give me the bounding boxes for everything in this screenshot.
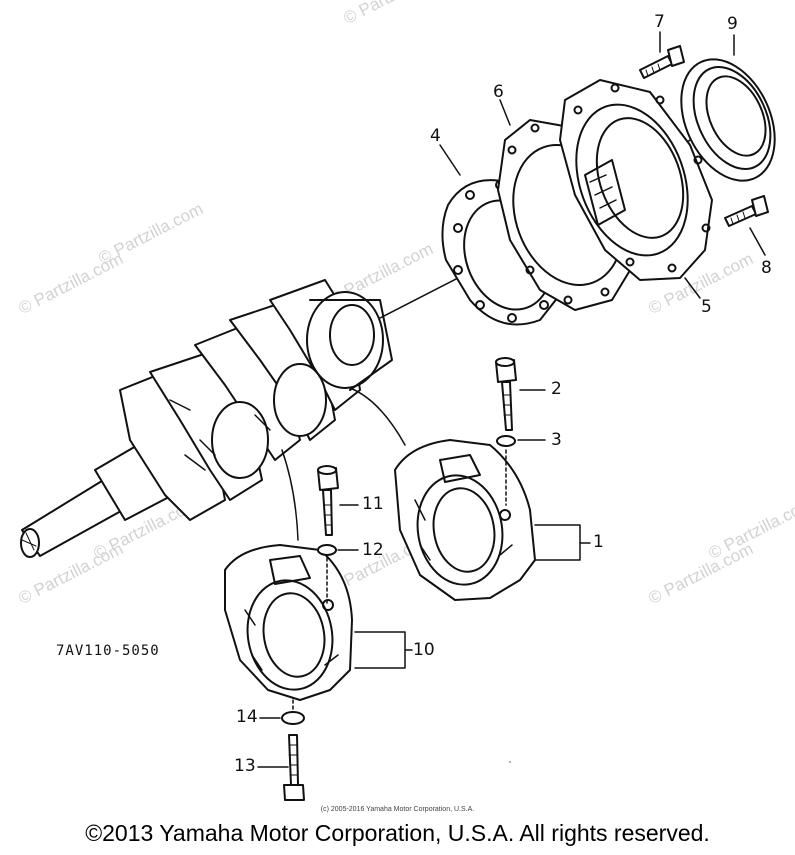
callout-1: 1 bbox=[593, 532, 604, 552]
bolt-drawing bbox=[495, 357, 517, 431]
bearing-housing-drawing bbox=[224, 544, 353, 701]
washer-drawing bbox=[281, 711, 305, 725]
callout-13: 13 bbox=[234, 756, 256, 776]
callout-3: 3 bbox=[551, 430, 562, 450]
crankshaft-drawing bbox=[20, 279, 393, 558]
callout-5: 5 bbox=[701, 297, 712, 317]
bolt-drawing bbox=[639, 45, 685, 79]
callout-10: 10 bbox=[413, 640, 435, 660]
washer-drawing bbox=[496, 435, 516, 447]
diagram-code: 7AV110-5050 bbox=[56, 643, 160, 659]
bolt-drawing bbox=[283, 734, 305, 801]
callout-7: 7 bbox=[654, 12, 665, 32]
footer-copyright: ©2013 Yamaha Motor Corporation, U.S.A. A… bbox=[85, 820, 710, 846]
bearing-housing-drawing bbox=[394, 439, 536, 601]
bearing-housing-drawing bbox=[559, 79, 713, 281]
small-copyright: (c) 2005-2016 Yamaha Motor Corporation, … bbox=[320, 806, 475, 813]
washer-drawing bbox=[317, 544, 337, 556]
callout-2: 2 bbox=[551, 379, 562, 399]
callout-14: 14 bbox=[236, 707, 258, 727]
oil-seal-drawing bbox=[680, 58, 776, 182]
bolt-drawing bbox=[724, 195, 769, 227]
bolt-drawing bbox=[317, 465, 339, 536]
callout-4: 4 bbox=[430, 126, 441, 146]
callout-9: 9 bbox=[727, 14, 738, 34]
callout-6: 6 bbox=[493, 82, 504, 102]
callout-8: 8 bbox=[761, 258, 772, 278]
callout-11: 11 bbox=[362, 494, 384, 514]
callout-12: 12 bbox=[362, 540, 384, 560]
